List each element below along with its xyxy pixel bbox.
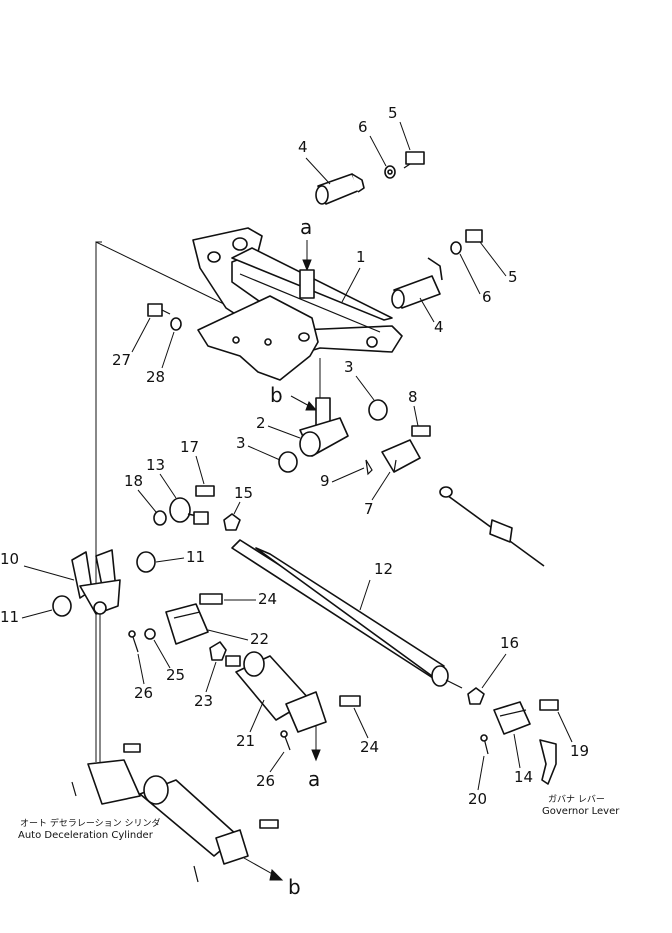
nut-23 <box>209 641 227 661</box>
label-26-left: 26 <box>134 684 153 702</box>
label-21: 21 <box>236 732 255 750</box>
label-9: 9 <box>320 472 330 490</box>
label-23: 23 <box>194 692 213 710</box>
bushing-11-left <box>52 595 72 617</box>
rod-12 <box>231 539 463 689</box>
pin-4-lower <box>391 257 443 309</box>
label-28: 28 <box>146 368 165 386</box>
nut-16 <box>467 687 485 705</box>
washer-18 <box>153 510 167 526</box>
captions: オート デセラレーション シリンダ Auto Deceleration Cyli… <box>18 794 620 841</box>
label-13: 13 <box>146 456 165 474</box>
bolt-24-upper <box>199 593 223 605</box>
cotter-pin-bottom-b <box>193 865 199 883</box>
caption-governor-en: Governor Lever <box>542 806 620 817</box>
label-27: 27 <box>112 351 131 369</box>
label-12: 12 <box>374 560 393 578</box>
caption-auto-decel-jp: オート デセラレーション シリンダ <box>20 817 161 829</box>
cotter-pin-26-right <box>280 730 291 751</box>
label-22: 22 <box>250 630 269 648</box>
label-3-lower: 3 <box>236 434 246 452</box>
label-10: 10 <box>0 550 19 568</box>
label-a-top: a <box>300 215 312 239</box>
caption-auto-decel-en: Auto Deceleration Cylinder <box>18 830 154 841</box>
label-24-lower: 24 <box>360 738 379 756</box>
bracket-2 <box>299 397 349 457</box>
label-4-upper: 4 <box>298 138 308 156</box>
label-a-bottom: a <box>308 767 320 791</box>
washer-25 <box>144 628 156 640</box>
label-3-upper: 3 <box>344 358 354 376</box>
bushing-3-left <box>278 451 298 473</box>
label-14: 14 <box>514 768 533 786</box>
part-labels: 4 6 5 a 1 5 6 4 27 28 3 b 8 2 3 17 9 7 1… <box>0 104 589 899</box>
label-18: 18 <box>124 472 143 490</box>
label-b-top: b <box>270 383 283 407</box>
cable-end <box>439 486 545 567</box>
bushing-11-right <box>136 551 156 573</box>
label-5-lower: 5 <box>508 268 518 286</box>
bolt-27 <box>147 303 171 317</box>
label-7: 7 <box>364 500 374 518</box>
auto-deceleration-cylinder <box>87 743 279 865</box>
label-4-lower: 4 <box>434 318 444 336</box>
label-8: 8 <box>408 388 418 406</box>
cotter-pin-bottom-a <box>71 781 77 797</box>
frame-1 <box>192 227 403 381</box>
pin-4-upper <box>315 173 365 205</box>
clevis-7 <box>381 439 421 473</box>
label-11-right: 11 <box>186 548 205 566</box>
clevis-14 <box>493 701 531 735</box>
bolt-8 <box>411 425 431 437</box>
label-b-bottom: b <box>288 875 301 899</box>
label-5-upper: 5 <box>388 104 398 122</box>
label-11-left: 11 <box>0 608 19 626</box>
bolt-19 <box>539 699 559 711</box>
cotter-pin-20 <box>480 734 489 755</box>
rod-end-13 <box>169 497 209 525</box>
washer-6-upper <box>384 165 396 179</box>
nut-15 <box>223 513 241 531</box>
bracket-10 <box>71 549 121 615</box>
label-6-lower: 6 <box>482 288 492 306</box>
label-16: 16 <box>500 634 519 652</box>
label-6-upper: 6 <box>358 118 368 136</box>
washer-6-lower <box>450 241 462 255</box>
label-17: 17 <box>180 438 199 456</box>
bolt-5-upper <box>403 151 425 169</box>
clevis-22 <box>165 603 209 645</box>
governor-lever <box>539 739 557 785</box>
label-24-upper: 24 <box>258 590 277 608</box>
label-20: 20 <box>468 790 487 808</box>
bushing-3-right <box>368 399 388 421</box>
bolt-17 <box>195 485 215 497</box>
cotter-pin-9 <box>365 459 373 476</box>
bolt-24-lower <box>339 695 361 707</box>
washer-28 <box>170 317 182 331</box>
bolt-5-lower <box>465 229 483 243</box>
label-25: 25 <box>166 666 185 684</box>
label-2: 2 <box>256 414 266 432</box>
caption-governor-jp: ガバナ レバー <box>548 794 605 805</box>
label-19: 19 <box>570 742 589 760</box>
cotter-pin-26-left <box>128 630 139 653</box>
label-1: 1 <box>356 248 366 266</box>
label-15: 15 <box>234 484 253 502</box>
cylinder-21 <box>225 651 327 733</box>
label-26-right: 26 <box>256 772 275 790</box>
